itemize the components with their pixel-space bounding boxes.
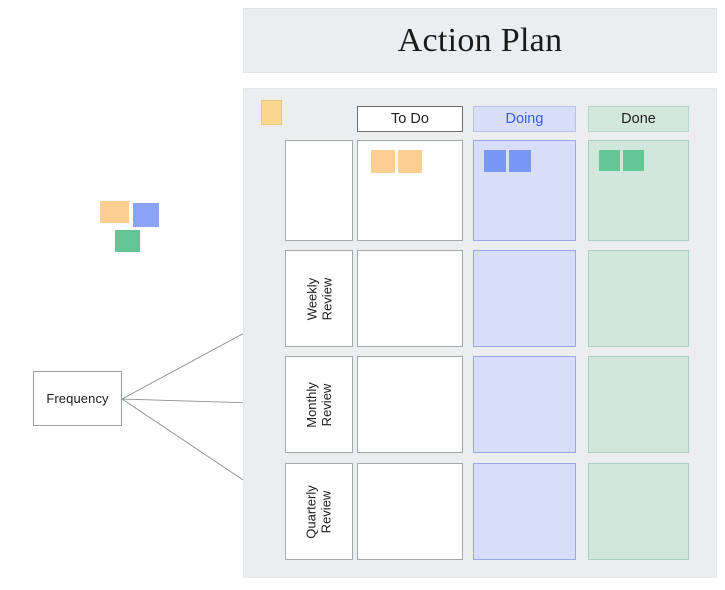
- card-todo-1[interactable]: [371, 150, 395, 173]
- row-label-monthly-line1: Monthly: [304, 381, 319, 428]
- canvas-area: [0, 0, 243, 590]
- mini-note-orange[interactable]: [100, 201, 129, 223]
- column-header-done[interactable]: Done: [588, 106, 689, 132]
- cell-row1-todo[interactable]: [357, 140, 463, 241]
- board-note-thumbnail[interactable]: [261, 100, 282, 125]
- cell-quarterly-todo[interactable]: [357, 463, 463, 560]
- column-header-doing[interactable]: Doing: [473, 106, 576, 132]
- card-done-1[interactable]: [599, 150, 620, 171]
- cell-monthly-doing[interactable]: [473, 356, 576, 453]
- card-todo-2[interactable]: [398, 150, 422, 173]
- row-label-weekly-line1: Weekly: [304, 277, 319, 320]
- row-label-weekly-line2: Review: [319, 277, 334, 320]
- row-label-quarterly-line2: Review: [319, 490, 334, 533]
- row-label-monthly: Monthly Review: [304, 382, 334, 428]
- mini-note-blue[interactable]: [133, 203, 159, 227]
- card-doing-2[interactable]: [509, 150, 531, 172]
- cell-weekly-doing[interactable]: [473, 250, 576, 347]
- row-label-cell-monthly[interactable]: Monthly Review: [285, 356, 353, 453]
- row-label-quarterly-line1: Quarterly: [304, 484, 319, 539]
- card-doing-1[interactable]: [484, 150, 506, 172]
- cell-row1-doing[interactable]: [473, 140, 576, 241]
- row-label-cell-1[interactable]: [285, 140, 353, 241]
- cell-quarterly-done[interactable]: [588, 463, 689, 560]
- cell-weekly-todo[interactable]: [357, 250, 463, 347]
- row-label-weekly: Weekly Review: [304, 277, 334, 320]
- page-title: Action Plan: [397, 21, 563, 59]
- cell-row1-done[interactable]: [588, 140, 689, 241]
- cell-quarterly-doing[interactable]: [473, 463, 576, 560]
- column-header-doing-label: Doing: [505, 111, 544, 127]
- column-header-todo-label: To Do: [391, 111, 429, 127]
- frequency-node[interactable]: Frequency: [33, 371, 122, 426]
- mini-note-green[interactable]: [115, 230, 140, 252]
- frequency-node-label: Frequency: [46, 391, 109, 406]
- cell-weekly-done[interactable]: [588, 250, 689, 347]
- title-panel: Action Plan: [243, 8, 717, 73]
- row-label-monthly-line2: Review: [319, 383, 334, 426]
- column-header-done-label: Done: [621, 111, 656, 127]
- row-label-cell-quarterly[interactable]: Quarterly Review: [285, 463, 353, 560]
- column-header-todo[interactable]: To Do: [357, 106, 463, 132]
- card-done-2[interactable]: [623, 150, 644, 171]
- cell-monthly-todo[interactable]: [357, 356, 463, 453]
- cell-monthly-done[interactable]: [588, 356, 689, 453]
- row-label-quarterly: Quarterly Review: [304, 485, 334, 538]
- row-label-cell-weekly[interactable]: Weekly Review: [285, 250, 353, 347]
